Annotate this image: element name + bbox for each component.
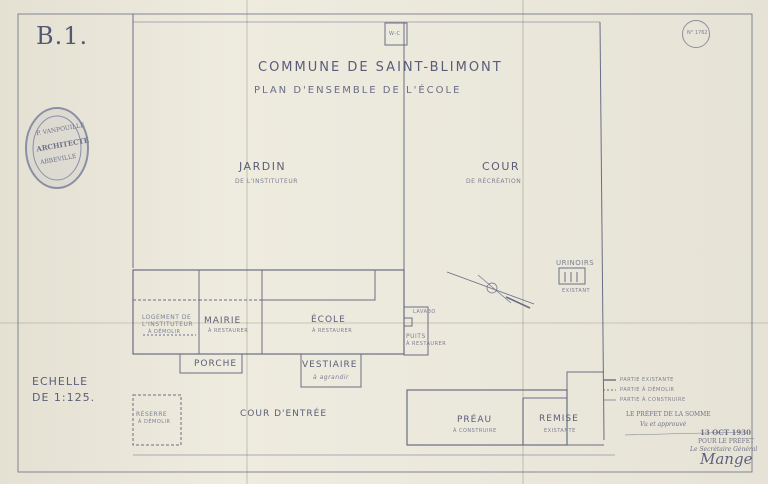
wc-label: W-C [389,31,401,37]
mairie-label: MAIRIE [204,316,242,326]
cour-recreation-label: COUR [482,160,521,173]
remise-label: REMISE [539,414,579,424]
fold-line [0,322,768,324]
puits-sub: À RESTAURER [406,341,447,347]
sheet-number-badge: N° 1762 [682,20,710,48]
preau-sub: À CONSTRUIRE [453,428,497,434]
sheet-frame [17,13,753,473]
logement-sub: À DÉMOLIR [148,329,181,335]
approval-line-4: Le Secrétaire Général [690,446,758,453]
scale-block: ECHELLE DE 1:125. [32,374,95,406]
urinoirs-box [558,267,586,285]
urinoir-stalls [564,272,578,282]
urinoirs-sub: EXISTANT [562,288,591,294]
resserre-sub: À DÉMOLIR [138,419,171,425]
plan-subtitle: PLAN D'ENSEMBLE DE L'ÉCOLE [254,85,462,96]
jardin-label: JARDIN [239,160,287,173]
resserre-box [132,394,182,446]
approval-signature: Mange [700,450,753,468]
ecole-sub: À RESTAURER [312,328,353,334]
urinoirs-label: URINOIRS [556,259,595,267]
vestiaire-label: VESTIAIRE [302,360,358,370]
legend-existing: PARTIE EXISTANTE [620,377,674,383]
wc-box [384,22,408,46]
puits-label: PUITS [406,333,426,340]
sheet-id: B.1. [36,22,89,50]
jardin-sub: DE L'INSTITUTEUR [235,178,298,185]
architect-stamp [25,107,89,189]
ecole-label: ÉCOLE [311,315,346,325]
preau-label: PRÉAU [457,415,493,425]
remise-outline [407,371,604,391]
main-building [132,269,405,355]
wall [262,270,376,301]
porche-label: PORCHE [194,359,238,369]
site-boundary-east [599,21,605,441]
resserre-label: RÉSERRE [136,411,168,418]
logement-label-2: L'INSTITUTEUR [142,321,194,328]
vestiaire-sub: à agrandir [313,374,349,381]
sheet-number: N° 1762 [687,30,708,36]
fold-line [246,0,248,484]
approval-date: 13 OCT 1930 [700,428,751,437]
porche-box [179,353,243,374]
north-arrow-icon [446,271,535,309]
mairie-sub: À RESTAURER [208,328,249,334]
approval-line-2: Vu et approuvé [640,421,687,428]
remise-sub: EXISTANTE [544,428,576,434]
legend-demolish: PARTIE À DÉMOLIR [620,387,675,393]
legend-new: PARTIE À CONSTRUIRE [620,397,686,403]
scale-value: DE 1:125. [32,391,96,404]
lavabo-label: LAVABO [413,309,436,315]
cour-entree-label: COUR D'ENTRÉE [240,409,328,419]
vestiaire-box [300,353,362,388]
lavabo-box [403,317,413,327]
puits-annex [403,306,429,356]
approval-rule [624,431,746,436]
plan-title: COMMUNE DE SAINT-BLIMONT [258,60,503,75]
fold-line [522,0,524,484]
cour-recreation-sub: DE RÉCRÉATION [466,178,522,185]
scale-label: ECHELLE [32,375,89,388]
logement-label: LOGEMENT DE [142,314,192,321]
approval-line-3: POUR LE PRÉFET [698,438,755,445]
approval-line-1: LE PRÉFET DE LA SOMME [626,411,711,418]
